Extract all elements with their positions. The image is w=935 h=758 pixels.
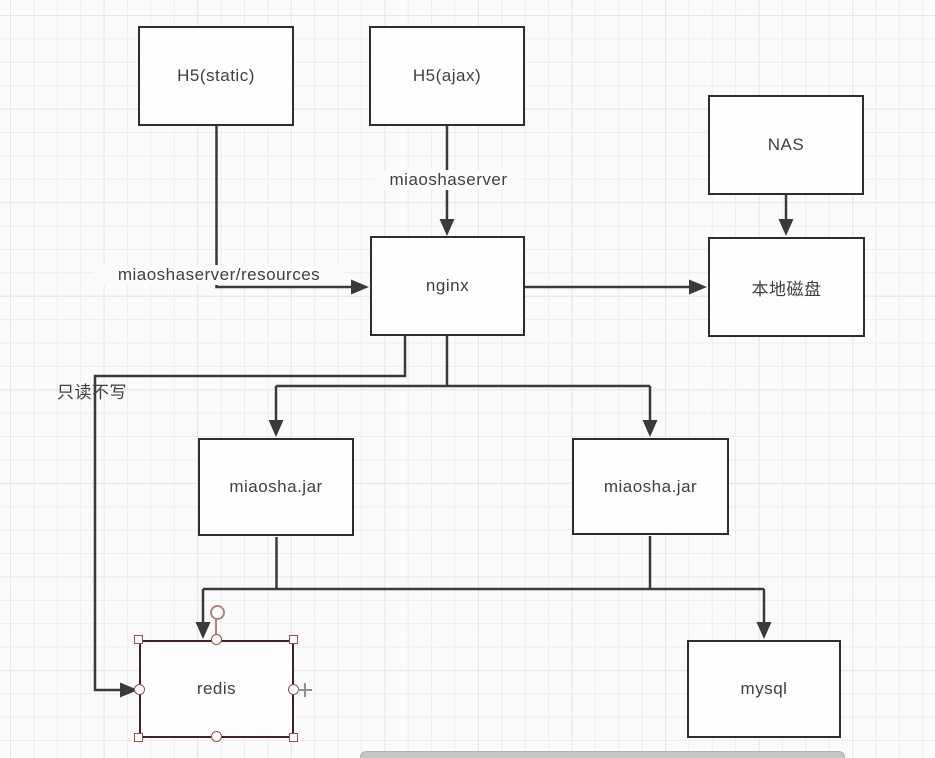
node-label: nginx [425, 276, 470, 295]
selection-handle-n[interactable] [211, 634, 222, 645]
rotation-handle[interactable] [210, 605, 225, 620]
node-label: H5(static) [177, 66, 255, 85]
selection-handle-w[interactable] [134, 684, 145, 695]
edge-nginx-localdisk[interactable] [525, 279, 707, 295]
selection-handle-nw[interactable] [134, 635, 143, 644]
node-local-disk[interactable]: 本地磁盘 [708, 237, 865, 337]
node-label: miaosha.jar [229, 477, 323, 496]
selection-handle-se[interactable] [289, 733, 298, 742]
edge-nas-localdisk[interactable] [778, 195, 794, 236]
node-redis[interactable]: redis [139, 640, 294, 738]
node-nas[interactable]: NAS [708, 95, 864, 195]
edge-label-miaoshaserver[interactable]: miaoshaserver [374, 170, 523, 190]
node-miaosha-jar-right[interactable]: miaosha.jar [572, 438, 729, 535]
rotation-handle-stem [215, 619, 217, 635]
node-label: redis [196, 679, 237, 698]
selection-handle-s[interactable] [211, 731, 222, 742]
edge-miaoshajars-datastores[interactable] [195, 536, 772, 639]
node-nginx[interactable]: nginx [370, 236, 525, 336]
selection-handle-ne[interactable] [289, 635, 298, 644]
edge-h5static-nginx[interactable] [215, 126, 370, 295]
node-h5-ajax[interactable]: H5(ajax) [369, 26, 525, 126]
node-label: 本地磁盘 [751, 279, 822, 299]
edge-nginx-miaoshajars[interactable] [268, 336, 658, 437]
selection-handle-sw[interactable] [134, 733, 143, 742]
node-mysql[interactable]: mysql [687, 640, 841, 738]
horizontal-scrollbar-thumb[interactable] [360, 751, 845, 758]
node-label: mysql [740, 679, 788, 698]
node-miaosha-jar-left[interactable]: miaosha.jar [198, 438, 354, 536]
node-label: miaosha.jar [603, 476, 698, 496]
node-label: NAS [767, 135, 805, 154]
edge-label-readonly[interactable]: 只读不写 [57, 383, 127, 402]
connection-point-crosshair-icon[interactable] [298, 683, 312, 697]
node-h5-static[interactable]: H5(static) [138, 26, 294, 126]
edge-label-miaoshaserver-resources[interactable]: miaoshaserver/resources [94, 265, 344, 285]
node-label: H5(ajax) [412, 66, 482, 85]
edge-nginx-redis[interactable] [93, 336, 407, 698]
